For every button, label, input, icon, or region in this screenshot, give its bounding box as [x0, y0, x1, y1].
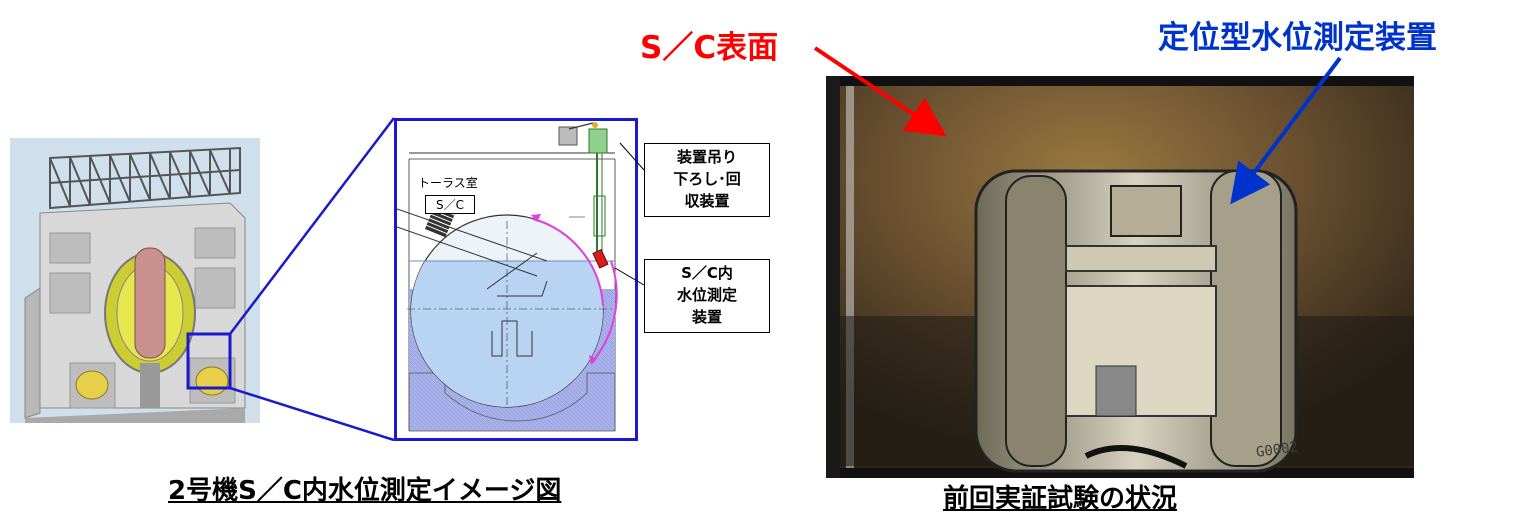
right-caption: 前回実証試験の状況	[943, 484, 1178, 514]
blue-arrow	[1230, 56, 1342, 205]
test-photo: G0002	[826, 76, 1414, 478]
photo-scene	[826, 76, 1414, 478]
torus-room-label: トーラス室	[418, 176, 478, 190]
measuring-device-callout: S／C内 水位測定 装置	[644, 259, 770, 333]
reactor-building-illustration	[10, 138, 260, 423]
device-in-photo	[974, 169, 1298, 473]
red-arrow	[813, 46, 947, 137]
cross-section-frame	[394, 118, 638, 441]
roof-truss	[49, 146, 241, 210]
sc-surface-heading: S／C表面	[640, 30, 779, 66]
fixed-device-heading: 定位型水位測定装置	[1158, 20, 1437, 56]
lifting-device-callout: 装置吊り 下ろし･回 収装置	[644, 143, 770, 217]
sc-tag: S／C	[425, 195, 475, 214]
suppression-chamber-section	[397, 122, 618, 432]
left-caption: 2号機S／C内水位測定イメージ図	[168, 476, 562, 506]
